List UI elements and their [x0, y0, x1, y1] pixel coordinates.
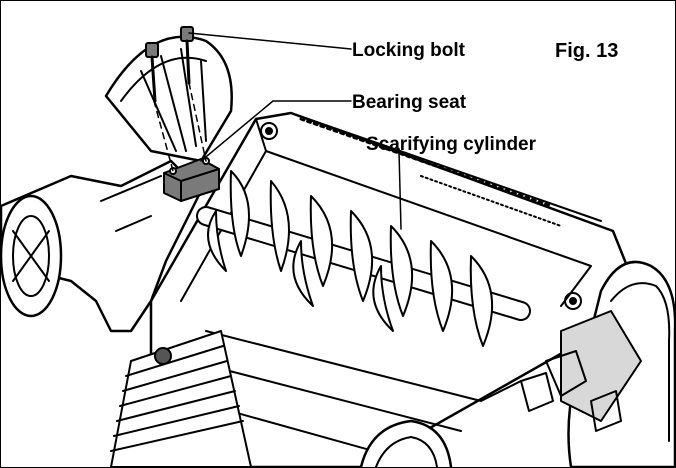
right-wheel: [520, 260, 675, 467]
bearing-seat: [163, 157, 220, 202]
left-wheel: [1, 194, 63, 318]
figure-label: Fig. 13: [555, 40, 619, 62]
callout-locking-bolt: Locking bolt: [352, 40, 465, 61]
scarifying-cylinder: [196, 170, 531, 347]
callout-scarifying-cylinder: Scarifying cylinder: [366, 134, 537, 155]
rear-wheel: [104, 35, 233, 163]
bottom-wheel: [359, 419, 453, 467]
leader-lines: [188, 32, 402, 230]
callout-bearing-seat: Bearing seat: [352, 92, 467, 113]
locking-bolts: [145, 26, 207, 172]
bottom-grille: [110, 330, 252, 467]
